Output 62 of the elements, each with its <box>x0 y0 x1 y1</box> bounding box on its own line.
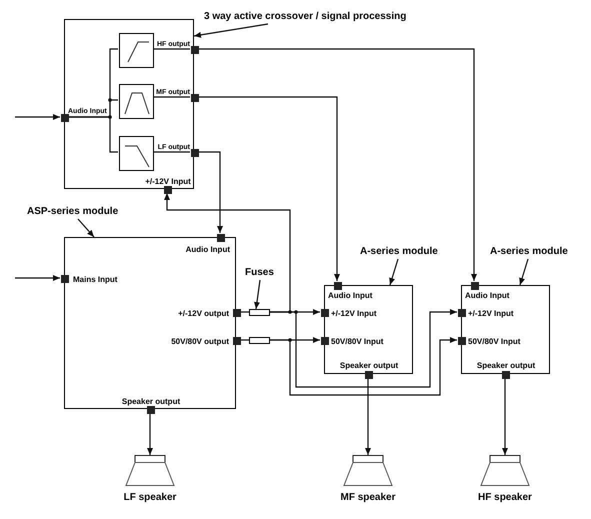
connector-line <box>68 116 118 153</box>
connector-line <box>198 96 340 281</box>
port-label: Speaker output <box>340 360 398 371</box>
port-label: Speaker output <box>122 396 180 407</box>
speaker-label: LF speaker <box>124 491 176 505</box>
port-label: Audio Input <box>328 290 372 301</box>
port-connector <box>164 186 172 194</box>
port-connector <box>471 282 479 290</box>
callout-text: A-series module <box>490 245 568 259</box>
leader-arrow <box>389 258 399 286</box>
leader-arrow <box>194 23 268 38</box>
connector-line <box>164 193 291 313</box>
port-label: Mains Input <box>73 274 118 285</box>
speaker-label: HF speaker <box>478 491 532 505</box>
fuse-symbol <box>249 309 270 316</box>
connector-line <box>147 413 153 455</box>
port-connector <box>217 234 225 242</box>
port-connector <box>502 371 510 379</box>
connector-line <box>270 309 457 388</box>
leader-arrow <box>78 218 94 238</box>
connector-line <box>153 48 190 50</box>
port-connector <box>321 337 329 345</box>
connector-line <box>198 151 223 233</box>
port-connector <box>334 282 342 290</box>
port-connector <box>147 406 155 414</box>
connector-line <box>502 378 508 455</box>
connector-line <box>270 337 457 396</box>
port-connector <box>365 371 373 379</box>
leader-arrow <box>254 280 261 310</box>
port-connector <box>191 46 199 54</box>
port-label: +/-12V output <box>178 308 229 319</box>
port-connector <box>321 309 329 317</box>
port-connector <box>233 309 241 317</box>
callout-text: Fuses <box>245 266 274 280</box>
speaker-label: MF speaker <box>340 491 396 505</box>
port-connector <box>61 114 69 122</box>
port-label: +/-12V Input <box>468 308 514 319</box>
connector-line <box>153 151 190 153</box>
port-connector <box>191 94 199 102</box>
port-connector <box>61 275 69 283</box>
connector-line <box>153 96 190 98</box>
port-label: Audio Input <box>186 244 230 255</box>
leader-arrow <box>519 258 529 286</box>
port-label: Speaker output <box>476 360 536 371</box>
port-connector <box>233 337 241 345</box>
connector-line <box>365 378 371 455</box>
port-label: 50V/80V output <box>171 336 229 347</box>
callout-text: ASP-series module <box>27 205 118 219</box>
fuse-symbol <box>249 337 270 344</box>
connector-line <box>15 114 60 120</box>
port-connector <box>458 337 466 345</box>
port-label: Audio Input <box>465 290 510 301</box>
callout-text: 3 way active crossover / signal processing <box>204 10 406 24</box>
port-connector <box>191 149 199 157</box>
port-label: +/-12V Input <box>145 176 191 187</box>
port-label: 50V/80V Input <box>331 336 384 347</box>
connector-line <box>15 275 60 281</box>
port-label: +/-12V Input <box>331 308 377 319</box>
connector-line <box>198 48 477 281</box>
callout-text: A-series module <box>360 245 438 259</box>
port-label: 50V/80V Input <box>468 336 520 347</box>
port-connector <box>458 309 466 317</box>
